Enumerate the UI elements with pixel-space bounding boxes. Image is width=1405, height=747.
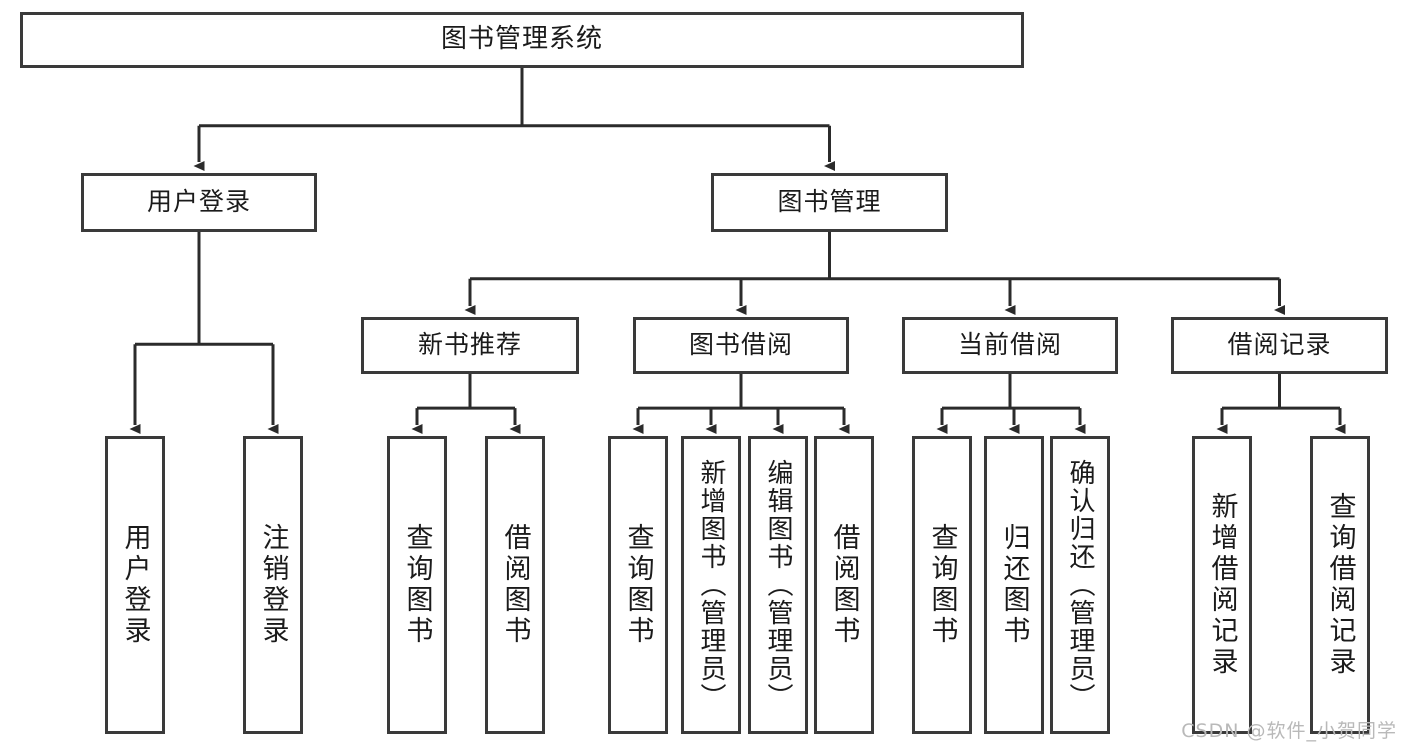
node-new-book-rec[interactable]: 新书推荐 [361, 317, 579, 374]
node-book-borrow[interactable]: 图书借阅 [633, 317, 849, 374]
node-leaf-user-login[interactable]: 用户登录 [105, 436, 165, 734]
node-leaf-query-2[interactable]: 查询图书 [608, 436, 668, 734]
node-leaf-borrow-1[interactable]: 借阅图书 [485, 436, 545, 734]
node-label: 确认归还（管理员） [1065, 459, 1095, 711]
node-leaf-edit-book[interactable]: 编辑图书（管理员） [748, 436, 808, 734]
node-label: 图书管理 [777, 187, 882, 217]
node-label: 当前借阅 [957, 330, 1062, 360]
node-borrow-record[interactable]: 借阅记录 [1171, 317, 1388, 374]
node-label: 注销登录 [257, 523, 289, 647]
node-leaf-add-book[interactable]: 新增图书（管理员） [681, 436, 741, 734]
node-label: 查询图书 [926, 523, 958, 647]
node-label: 归还图书 [998, 523, 1030, 647]
node-leaf-query-1[interactable]: 查询图书 [387, 436, 447, 734]
node-label: 图书管理系统 [440, 24, 603, 55]
node-label: 新书推荐 [417, 330, 522, 360]
node-leaf-confirm[interactable]: 确认归还（管理员） [1050, 436, 1110, 734]
node-label: 查询图书 [622, 523, 654, 647]
node-label: 借阅图书 [499, 523, 531, 647]
node-label: 用户登录 [119, 523, 151, 647]
node-label: 借阅记录 [1227, 330, 1332, 360]
node-user-login[interactable]: 用户登录 [81, 173, 317, 232]
node-label: 新增图书（管理员） [696, 459, 726, 711]
node-label: 查询图书 [401, 523, 433, 647]
node-leaf-borrow-2[interactable]: 借阅图书 [814, 436, 874, 734]
node-label: 借阅图书 [828, 523, 860, 647]
node-label: 新增借阅记录 [1206, 492, 1238, 678]
node-book-manage[interactable]: 图书管理 [711, 173, 948, 232]
node-current-borrow[interactable]: 当前借阅 [902, 317, 1118, 374]
node-label: 编辑图书（管理员） [763, 459, 793, 711]
node-leaf-query-3[interactable]: 查询图书 [912, 436, 972, 734]
node-leaf-query-rec[interactable]: 查询借阅记录 [1310, 436, 1370, 734]
node-leaf-return[interactable]: 归还图书 [984, 436, 1044, 734]
node-label: 图书借阅 [688, 330, 793, 360]
node-label: 查询借阅记录 [1324, 492, 1356, 678]
node-leaf-logout[interactable]: 注销登录 [243, 436, 303, 734]
node-root[interactable]: 图书管理系统 [20, 12, 1024, 68]
node-label: 用户登录 [146, 187, 251, 217]
node-leaf-add-rec[interactable]: 新增借阅记录 [1192, 436, 1252, 734]
